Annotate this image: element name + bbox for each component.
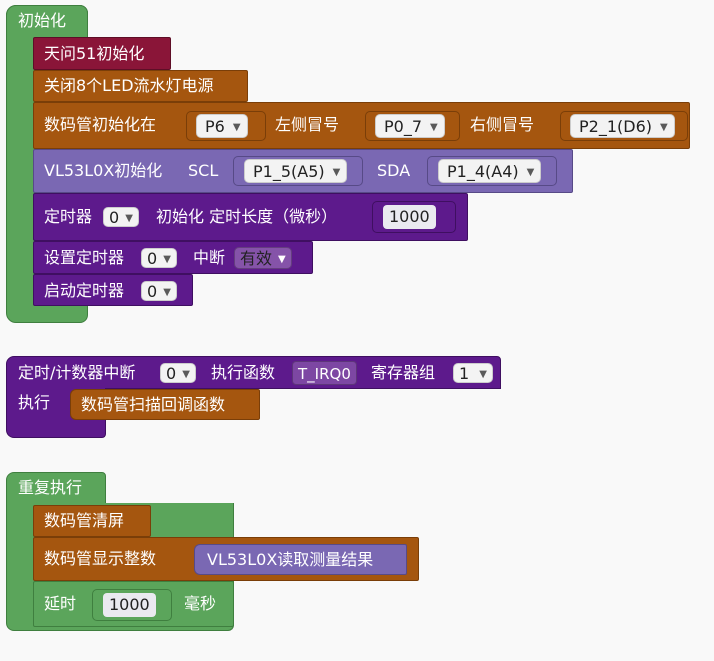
timer-start-block[interactable]: 启动定时器 0▼ [33,274,193,306]
left-colon-label: 左侧冒号 [275,115,340,134]
timer-init-label: 定时器 [44,207,93,226]
sda-label: SDA [377,161,411,180]
timer-start-value: 0 [147,282,158,301]
timer-start-dropdown[interactable]: 0▼ [141,281,177,301]
chevron-down-icon: ▼ [163,286,171,298]
right-colon-label: 右侧冒号 [470,115,535,134]
seg-init-label: 数码管初始化在 [44,115,157,134]
vl53-init-block[interactable]: VL53L0X初始化 SCL P1_5(A5) ▼ SDA P1_4(A4) ▼ [33,149,573,193]
tianwen-init-block[interactable]: 天问51初始化 [33,37,171,70]
delay-unit-label: 毫秒 [184,594,217,613]
loop-label: 重复执行 [18,478,83,497]
led-off-label: 关闭8个LED流水灯电源 [44,76,214,95]
isr-call-block[interactable]: 数码管扫描回调函数 [70,389,260,420]
isr-label: 定时/计数器中断 [18,363,136,382]
isr-bank-label: 寄存器组 [371,363,436,382]
seg-show-int-block[interactable]: 数码管显示整数 VL53L0X读取测量结果 [33,537,419,581]
timer-irq-block[interactable]: 设置定时器 0▼ 中断 有效▼ [33,241,313,274]
pin3-socket: P2_1(D6) ▼ [560,111,688,141]
sda-dropdown[interactable]: P1_4(A4) ▼ [438,159,542,183]
seg-clear-label: 数码管清屏 [44,511,125,530]
timer-start-label: 启动定时器 [44,281,125,300]
isr-exec-label: 执行 [18,393,51,412]
loop-block[interactable]: 重复执行 [6,472,106,504]
pin2-value: P0_7 [384,117,423,136]
init-header: 初始化 [6,5,88,35]
isr-block[interactable]: 定时/计数器中断 0▼ 执行函数 T_IRQ0 寄存器组 1▼ [6,356,501,389]
chevron-down-icon: ▼ [182,368,190,380]
chevron-down-icon: ▼ [163,253,171,265]
seg-init-block[interactable]: 数码管初始化在 P6 ▼ 左侧冒号 P0_7 ▼ 右侧冒号 P2_1(D6) ▼ [33,102,690,149]
seg-clear-block[interactable]: 数码管清屏 [33,505,151,537]
chevron-down-icon: ▼ [660,121,668,133]
chevron-down-icon: ▼ [278,253,286,265]
pin1-socket: P6 ▼ [186,111,266,141]
chevron-down-icon: ▼ [232,121,241,133]
vl53-init-label: VL53L0X初始化 [44,161,163,180]
timer-length-input[interactable]: 1000 [383,205,436,229]
scl-value: P1_5(A5) [253,162,325,181]
isr-timer-dropdown[interactable]: 0▼ [160,363,196,383]
vl53-read-block[interactable]: VL53L0X读取测量结果 [194,544,407,575]
sda-socket: P1_4(A4) ▼ [427,156,557,186]
tianwen-init-label: 天问51初始化 [44,44,145,63]
timer-init-value: 0 [109,208,120,227]
timer-irq-label: 设置定时器 [44,248,125,267]
pin3-value: P2_1(D6) [579,117,652,136]
scl-dropdown[interactable]: P1_5(A5) ▼ [244,159,348,183]
irq-state-dropdown[interactable]: 有效 ▼ [234,247,292,269]
delay-input[interactable]: 1000 [103,593,156,617]
irq-label: 中断 [193,248,226,267]
timer-length-label: 初始化 定时长度（微秒） [156,207,338,226]
timer-irq-value: 0 [147,249,158,268]
isr-call-label: 数码管扫描回调函数 [81,395,226,414]
pin1-value: P6 [205,117,225,136]
isr-func-input[interactable]: T_IRQ0 [292,361,357,385]
vl53-read-label: VL53L0X读取测量结果 [207,550,374,569]
init-label: 初始化 [18,11,67,30]
isr-bank-value: 1 [459,364,470,383]
chevron-down-icon: ▼ [332,166,341,178]
timer-init-dropdown[interactable]: 0▼ [103,207,139,227]
timer-init-block[interactable]: 定时器 0▼ 初始化 定时长度（微秒） 1000 [33,193,468,241]
pin2-socket: P0_7 ▼ [365,111,460,141]
chevron-down-icon: ▼ [125,212,133,224]
chevron-down-icon: ▼ [430,121,438,133]
pin3-dropdown[interactable]: P2_1(D6) ▼ [570,114,675,138]
sda-value: P1_4(A4) [447,162,519,181]
isr-func-label: 执行函数 [211,363,276,382]
timer-length-socket: 1000 [372,201,456,233]
scl-label: SCL [188,161,219,180]
delay-block[interactable]: 延时 1000 毫秒 [33,581,234,627]
chevron-down-icon: ▼ [479,368,487,380]
isr-timer-value: 0 [166,364,177,383]
led-off-block[interactable]: 关闭8个LED流水灯电源 [33,70,248,102]
pin2-dropdown[interactable]: P0_7 ▼ [375,114,445,138]
scl-socket: P1_5(A5) ▼ [233,156,363,186]
timer-irq-dropdown[interactable]: 0▼ [141,248,177,268]
irq-state-value: 有效 [240,249,273,268]
isr-bank-dropdown[interactable]: 1▼ [453,363,493,383]
seg-show-int-label: 数码管显示整数 [44,549,157,568]
delay-label: 延时 [44,594,77,613]
pin1-dropdown[interactable]: P6 ▼ [196,114,248,138]
chevron-down-icon: ▼ [526,166,535,178]
delay-socket: 1000 [92,589,172,621]
